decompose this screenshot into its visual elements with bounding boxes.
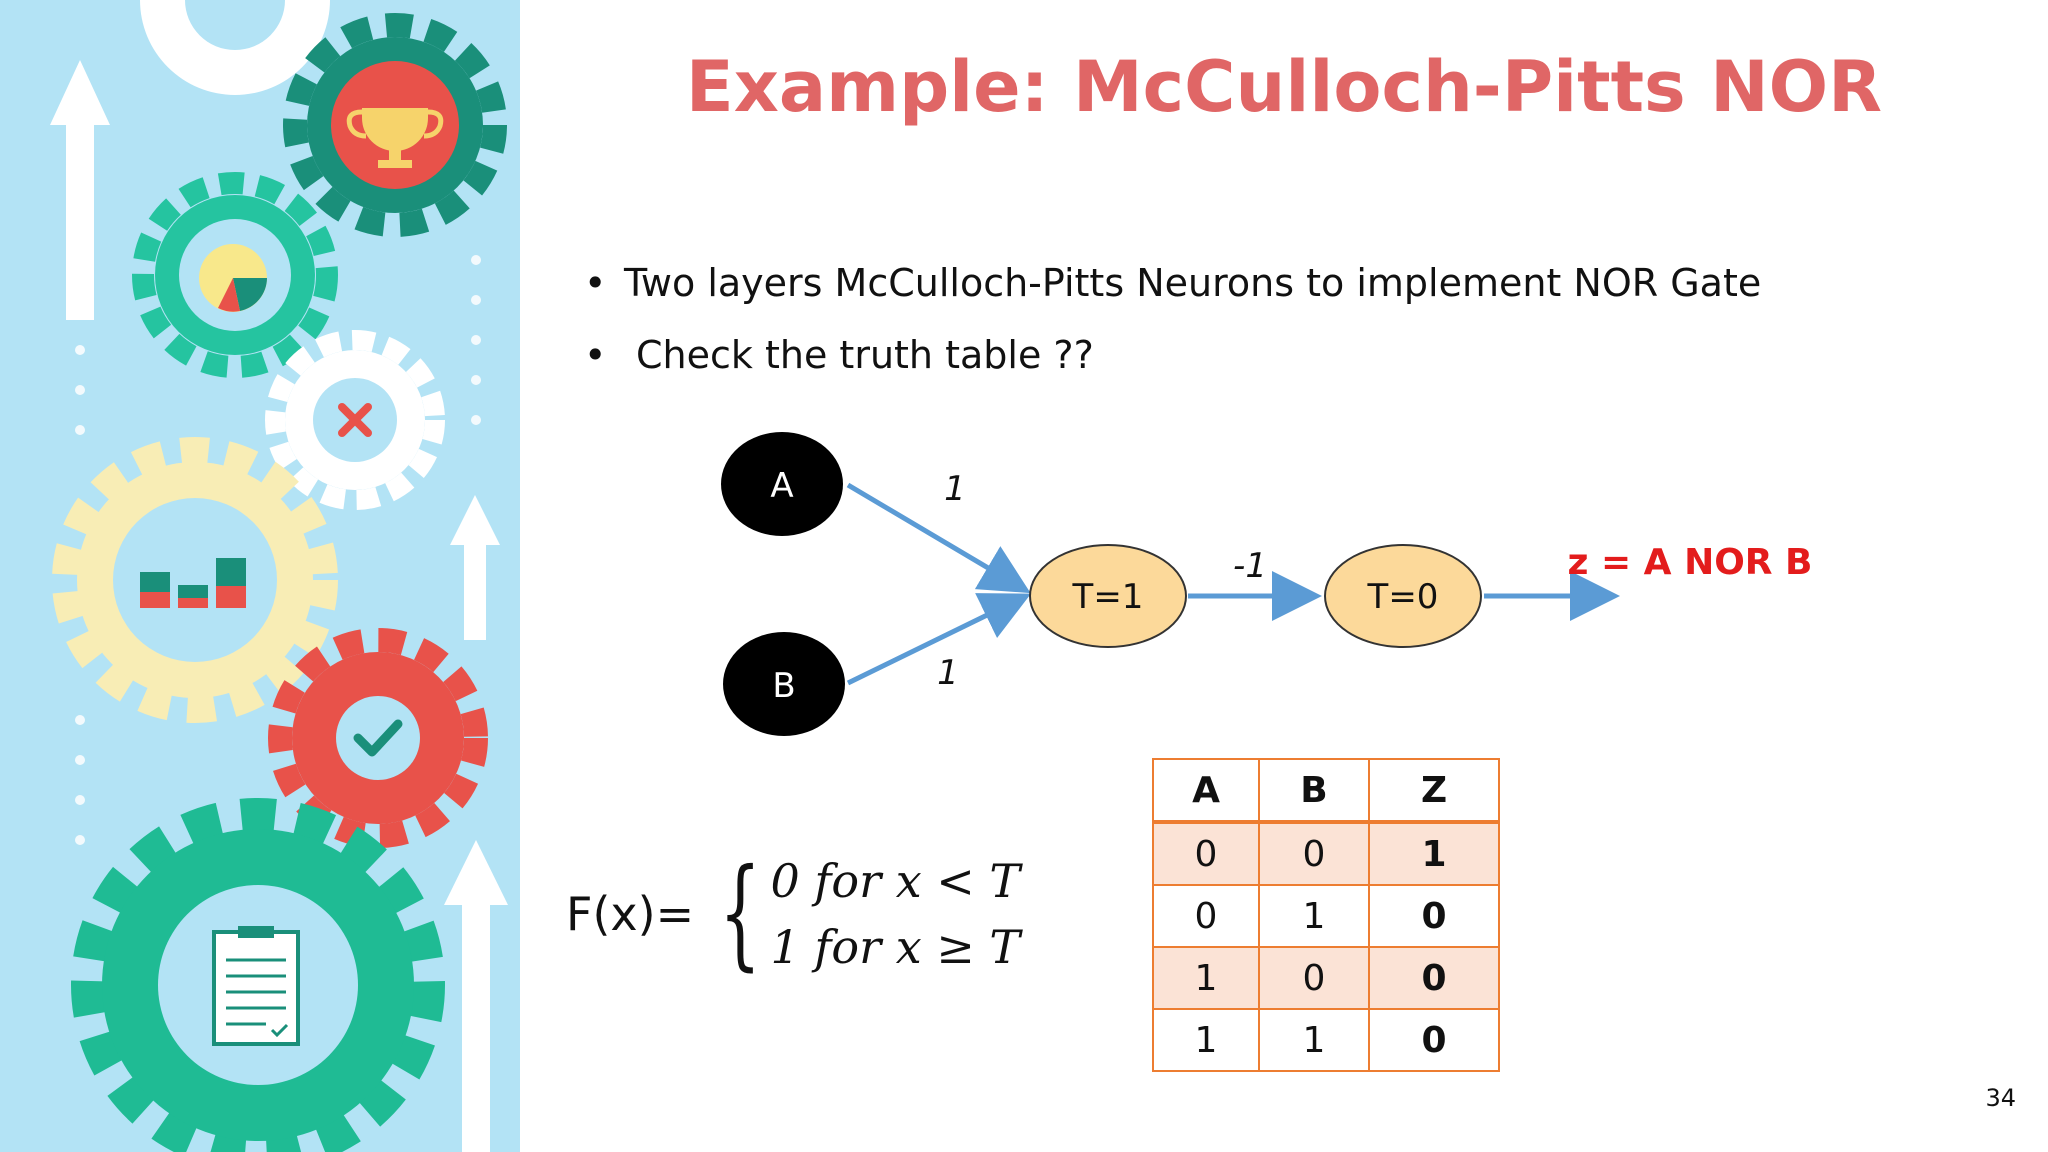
header-z: Z [1368, 758, 1500, 824]
close-icon [338, 403, 372, 437]
slide-title: Example: McCulloch-Pitts NOR [685, 46, 1883, 128]
formula-cases: 0 for x < T 1 for x ≥ T [770, 848, 1020, 980]
up-arrow-icon [444, 840, 508, 1152]
table-row: 0 1 0 [1152, 884, 1500, 948]
pie-gear [132, 172, 338, 378]
up-arrow-icon [50, 60, 110, 320]
input-node-b [723, 632, 845, 736]
input-node-b-label: B [772, 666, 795, 706]
cell-a: 1 [1152, 946, 1260, 1010]
cell-b: 1 [1258, 884, 1370, 948]
cell-b: 0 [1258, 946, 1370, 1010]
table-row: 1 0 0 [1152, 946, 1500, 1010]
cell-b: 0 [1258, 821, 1370, 886]
cell-z: 1 [1368, 821, 1500, 886]
table-row: 0 0 1 [1152, 821, 1500, 886]
formula-brace: { [719, 844, 762, 983]
edge-b-to-n1 [846, 593, 1031, 686]
check-icon [353, 719, 403, 757]
cell-z: 0 [1368, 946, 1500, 1010]
cell-b: 1 [1258, 1008, 1370, 1072]
clipboard-icon [212, 926, 300, 1046]
cell-a: 1 [1152, 1008, 1260, 1072]
neuron-1-label: T=1 [1072, 577, 1144, 617]
formula-case-1: 1 for x ≥ T [770, 920, 1021, 974]
pie-chart-icon [199, 244, 267, 312]
output-label: z = A NOR B [1567, 542, 1812, 583]
trophy-gear [283, 13, 507, 237]
neuron-2 [1324, 544, 1482, 648]
neuron-2-label: T=0 [1367, 577, 1439, 617]
bar-chart-icon [140, 558, 246, 608]
truth-table: A B Z 0 0 1 0 1 0 1 0 0 1 1 0 [1152, 758, 1500, 1072]
input-node-a [721, 432, 843, 536]
cell-z: 0 [1368, 1008, 1500, 1072]
bullet-item: •Check the truth table ?? [584, 333, 1094, 377]
bar-chart-gear [52, 437, 338, 723]
cell-a: 0 [1152, 821, 1260, 886]
activation-formula: F(x)= { 0 for x < T 1 for x ≥ T [566, 844, 1020, 984]
close-gear [265, 330, 445, 510]
bullet-text: Two layers McCulloch-Pitts Neurons to im… [624, 261, 1762, 305]
check-gear [268, 628, 488, 848]
formula-case-0: 0 for x < T [770, 854, 1021, 908]
page-number: 34 [1985, 1084, 2016, 1112]
cell-z: 0 [1368, 884, 1500, 948]
weight-hidden-label: -1 [1233, 546, 1267, 586]
formula-lhs: F(x)= [566, 887, 695, 941]
neuron-1 [1029, 544, 1187, 648]
cell-a: 0 [1152, 884, 1260, 948]
input-node-a-label: A [770, 466, 793, 506]
table-header-row: A B Z [1152, 758, 1500, 824]
up-arrow-icon [450, 495, 500, 640]
clipboard-gear [71, 798, 445, 1152]
edge-a-to-n1 [846, 482, 1031, 594]
bullet-item: •Two layers McCulloch-Pitts Neurons to i… [584, 261, 1762, 305]
weight-b-label: 1 [937, 653, 959, 693]
trophy-icon [346, 108, 444, 168]
header-b: B [1258, 758, 1370, 824]
table-row: 1 1 0 [1152, 1008, 1500, 1072]
bullet-text: Check the truth table ?? [636, 333, 1094, 377]
weight-a-label: 1 [944, 469, 966, 509]
decorative-sidebar [0, 0, 520, 1152]
header-a: A [1152, 758, 1260, 824]
